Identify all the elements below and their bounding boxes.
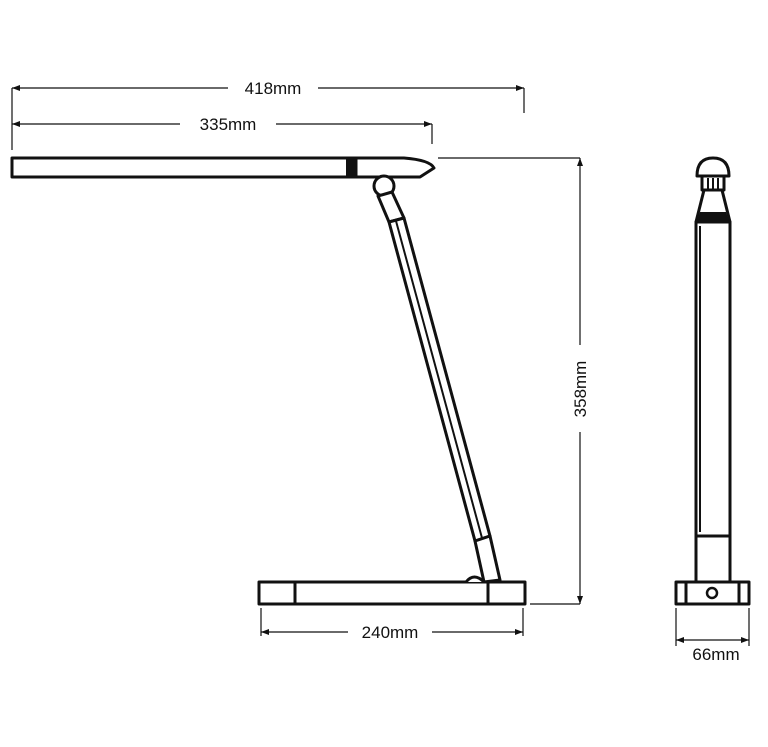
arrow-418-right bbox=[516, 85, 524, 91]
arrow-358-top bbox=[577, 158, 583, 166]
lamp-front-view bbox=[674, 156, 751, 606]
front-head-dome bbox=[695, 156, 731, 178]
label-base-length: 240mm bbox=[362, 623, 419, 642]
label-height: 358mm bbox=[571, 361, 590, 418]
label-overall-width: 418mm bbox=[245, 79, 302, 98]
arrow-240-left bbox=[261, 629, 269, 635]
head-joint-block bbox=[346, 158, 356, 177]
lamp-base bbox=[257, 580, 527, 606]
dimension-overall-width: 418mm bbox=[11, 79, 525, 150]
front-stem bbox=[694, 220, 732, 538]
lower-collar bbox=[473, 534, 502, 584]
arrow-66-left bbox=[676, 637, 684, 643]
dimension-height: 358mm bbox=[438, 157, 590, 605]
front-lower-collar bbox=[694, 534, 732, 584]
dimension-base-length: 240mm bbox=[260, 608, 524, 642]
arrow-66-right bbox=[741, 637, 749, 643]
arrow-418-left bbox=[12, 85, 20, 91]
arrow-335-left bbox=[12, 121, 20, 127]
base-arm-joint bbox=[464, 575, 486, 584]
arrow-335-right bbox=[424, 121, 432, 127]
label-base-depth: 66mm bbox=[692, 645, 739, 664]
lamp-side-view bbox=[10, 156, 527, 606]
front-taper-band bbox=[697, 212, 729, 222]
label-arm-width: 335mm bbox=[200, 115, 257, 134]
dimension-arm-width: 335mm bbox=[12, 115, 433, 144]
dimension-base-depth: 66mm bbox=[675, 608, 750, 664]
lamp-head bbox=[10, 156, 436, 179]
arm-center-line bbox=[395, 220, 483, 539]
arrow-240-right bbox=[515, 629, 523, 635]
arrow-358-bottom bbox=[577, 596, 583, 604]
power-button-icon bbox=[705, 586, 719, 600]
